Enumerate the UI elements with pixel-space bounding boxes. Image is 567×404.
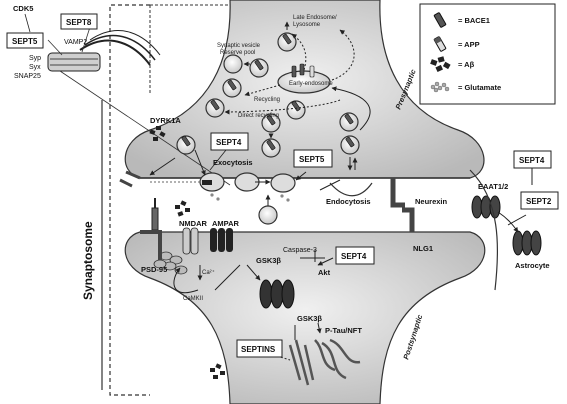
- sept4-presyn-box: [210, 132, 249, 151]
- sept4-postsyn-label: SEPT4: [341, 252, 367, 261]
- endocytosis-label: Endocytosis: [326, 197, 371, 206]
- neurexin-protein: [390, 178, 405, 208]
- vesicle-proteins: [181, 33, 355, 151]
- neurexin-label: Neurexin: [415, 197, 448, 206]
- sept5-inset-box: [6, 32, 44, 49]
- gsk3b-2-label: GSK3β: [297, 314, 322, 323]
- dyrk1a-label: DYRK1A: [150, 116, 181, 125]
- lysosome-label: Lysosome: [293, 22, 321, 28]
- akt-label: Akt: [318, 268, 331, 277]
- sept4-astro-label: SEPT4: [519, 156, 545, 165]
- ptau-label: P-Tau/NFT: [325, 326, 362, 335]
- abeta-clusters: [149, 126, 225, 379]
- syp-label: Syp: [29, 55, 41, 62]
- gsk3b-label: GSK3β: [256, 256, 281, 265]
- cleft-adhesion-left: [151, 207, 159, 231]
- sept5-presyn-box: [293, 149, 333, 168]
- tau-nft: [288, 338, 361, 386]
- camkii-label: CaMKII: [183, 296, 203, 302]
- glutamate-legend-icon: [430, 81, 450, 93]
- bace1-legend-icon: [433, 12, 447, 28]
- septins-box: [236, 339, 283, 358]
- ampar-label: AMPAR: [212, 219, 240, 228]
- sept5-inset-label: SEPT5: [12, 37, 38, 46]
- legend-app: = APP: [458, 40, 480, 49]
- calcium-label: Ca²⁺: [202, 269, 215, 276]
- legend: = BACE1 = APP = Aβ = Glutamate: [419, 3, 556, 105]
- astrocyte-channel: [512, 230, 542, 256]
- sept2-astro-label: SEPT2: [526, 197, 552, 206]
- abeta-legend-icon: [430, 56, 451, 72]
- psd95-label: PSD-95: [141, 265, 167, 274]
- postsynaptic-terminal: [124, 231, 486, 404]
- late-endosome-label: Late Endosome/: [293, 15, 337, 21]
- app-legend-icon: [433, 36, 447, 52]
- astrocyte-label: Astrocyte: [515, 261, 550, 270]
- fusing-vesicles: [199, 172, 296, 202]
- snap25-label: SNAP25: [14, 73, 41, 80]
- caspase3-label: Caspase-3: [283, 247, 317, 254]
- septins-label: SEPTINS: [241, 345, 276, 354]
- sept2-astro-box: [520, 191, 559, 210]
- sept4-astro-box: [513, 150, 552, 169]
- sept4-postsyn-box: [335, 246, 375, 265]
- legend-glutamate: = Glutamate: [458, 83, 501, 92]
- eaat-transporter: [471, 195, 501, 219]
- nlg1-protein: [402, 207, 415, 232]
- nlg1-label: NLG1: [413, 244, 433, 253]
- sept4-presyn-label: SEPT4: [216, 138, 242, 147]
- synaptic-vesicle-label: Synaptic vesicle: [217, 43, 261, 49]
- syx-label: Syx: [29, 64, 41, 71]
- eaat-label: EAAT1/2: [478, 182, 508, 191]
- legend-bace1: = BACE1: [458, 16, 490, 25]
- legend-abeta: = Aβ: [458, 60, 475, 69]
- exocytosis-label: Exocytosis: [213, 158, 253, 167]
- gsk3b-channel: [259, 279, 295, 309]
- synaptosome-label: Synaptosome: [81, 221, 95, 300]
- sept8-box: [60, 13, 98, 30]
- postsynaptic-label: Postsynaptic: [401, 313, 424, 361]
- vamp2-label: VAMP2: [64, 39, 87, 46]
- astrocyte-membrane: [469, 169, 499, 291]
- reserve-pool-label: Reserve pool: [220, 50, 255, 56]
- synaptosome-bracket: [101, 4, 150, 396]
- nmdar-label: NMDAR: [179, 219, 207, 228]
- snare-complex: [47, 52, 101, 72]
- endocytic-vesicle: [258, 205, 278, 225]
- psd95-cluster: [153, 251, 188, 275]
- recycling-label: Recycling: [254, 97, 280, 103]
- cdk5-label: CDK5: [13, 4, 33, 13]
- pathway-arrows: [149, 21, 533, 361]
- sept8-label: SEPT8: [66, 18, 92, 27]
- sept5-presyn-label: SEPT5: [299, 155, 325, 164]
- direct-recycling-label: Direct recycling: [238, 113, 279, 119]
- early-endosome-label: Early-endosome: [289, 81, 333, 87]
- nmdar-receptor: [182, 227, 199, 255]
- ampar-receptor: [210, 228, 233, 252]
